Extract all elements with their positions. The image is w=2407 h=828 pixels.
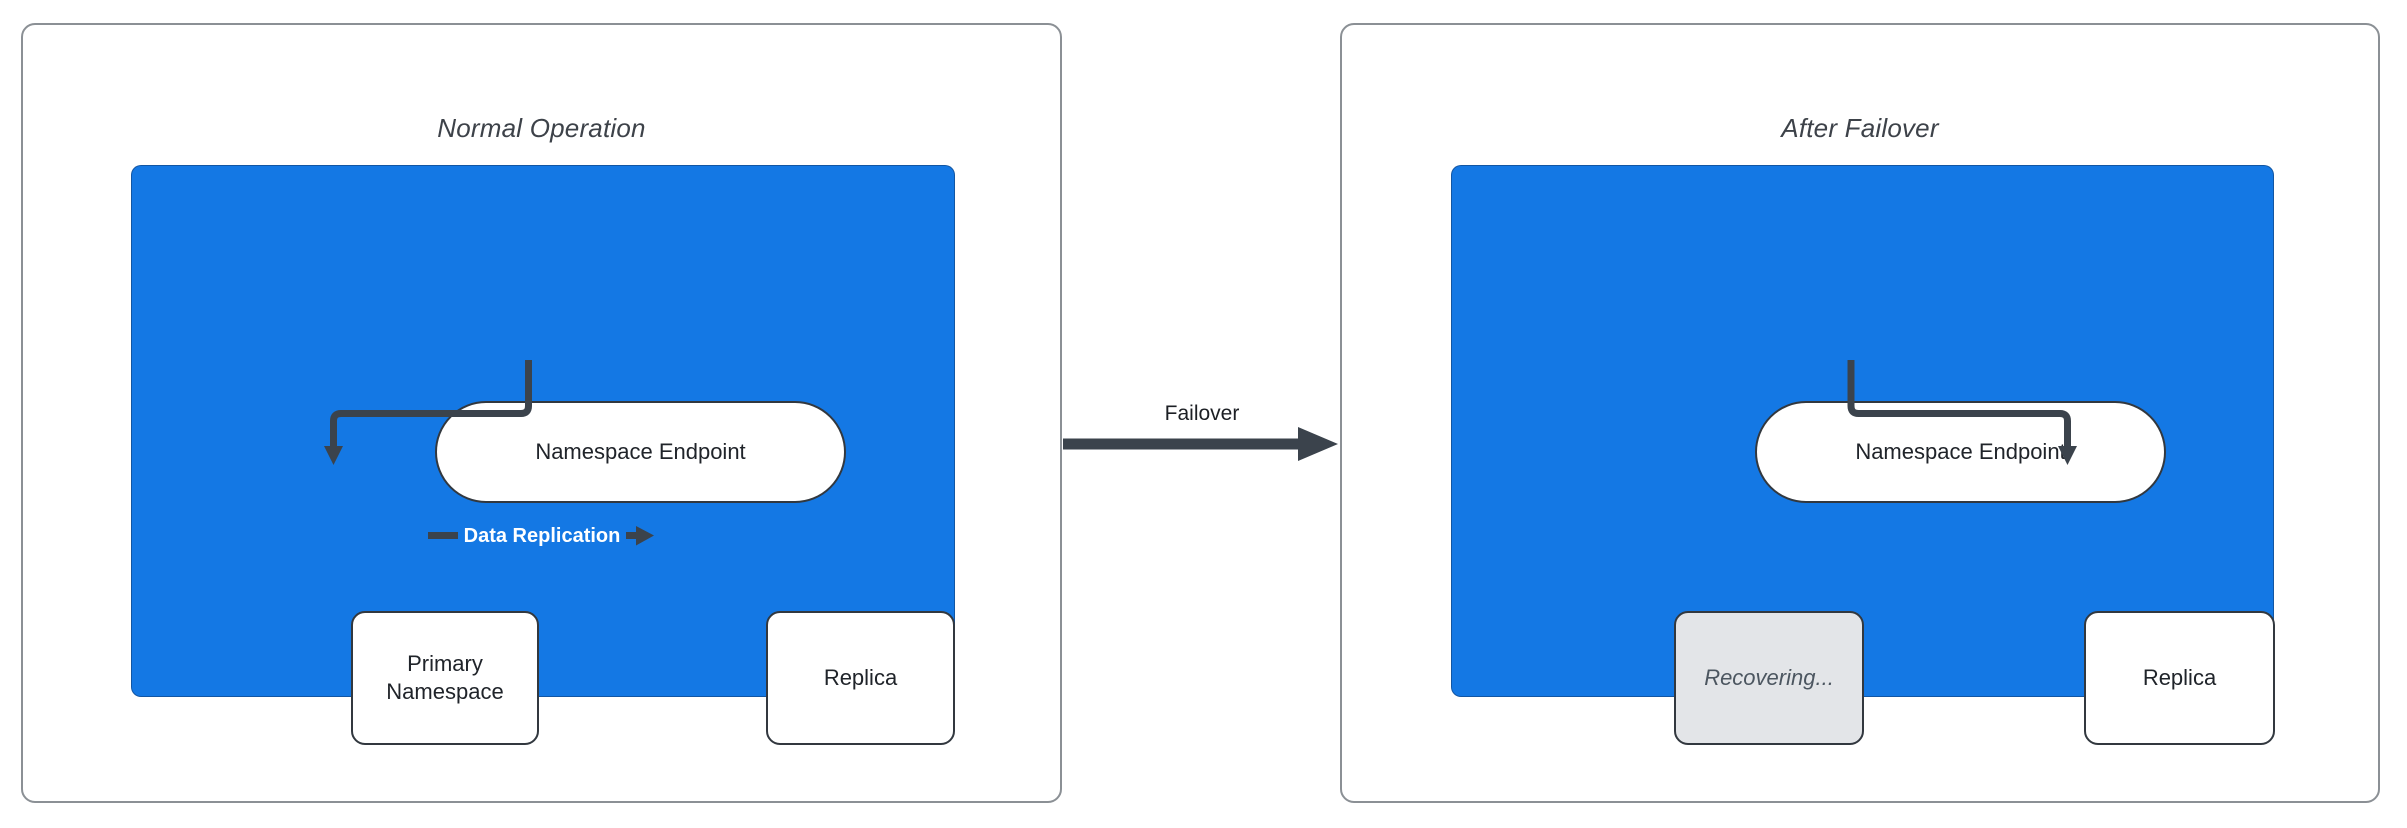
recovering-label: Recovering... [1704,665,1834,690]
replica-label-right: Replica [2142,665,2217,690]
primary-namespace-label-line1: Primary [407,651,483,676]
after-failover-title: After Failover [1781,113,1939,143]
failover-arrow-label: Failover [1164,402,1240,425]
replica-label-left: Replica [823,665,898,690]
primary-namespace-label-line2: Namespace [386,679,504,704]
replica-node-left: Replica [766,611,955,745]
replica-node-right: Replica [2084,611,2275,745]
normal-operation-panel: Normal Operation Namespace Endpoint Prim… [21,23,1062,803]
namespace-endpoint-label-left: Namespace Endpoint [535,439,746,464]
data-replication-arrow-label: Data Replication [458,522,626,550]
failover-arrow [1063,427,1338,461]
normal-operation-title: Normal Operation [437,113,646,143]
arrowhead-right-failover [1298,427,1338,461]
namespace-endpoint-label-right: Namespace Endpoint [1855,439,2066,464]
namespace-endpoint-node-right: Namespace Endpoint [1755,401,2166,503]
namespace-endpoint-node-left: Namespace Endpoint [435,401,846,503]
after-failover-panel: After Failover Namespace Endpoint Recove… [1340,23,2380,803]
recovering-node: Recovering... [1674,611,1864,745]
after-failover-namespace-group: Namespace Endpoint Recovering... Replica [1451,165,2275,745]
